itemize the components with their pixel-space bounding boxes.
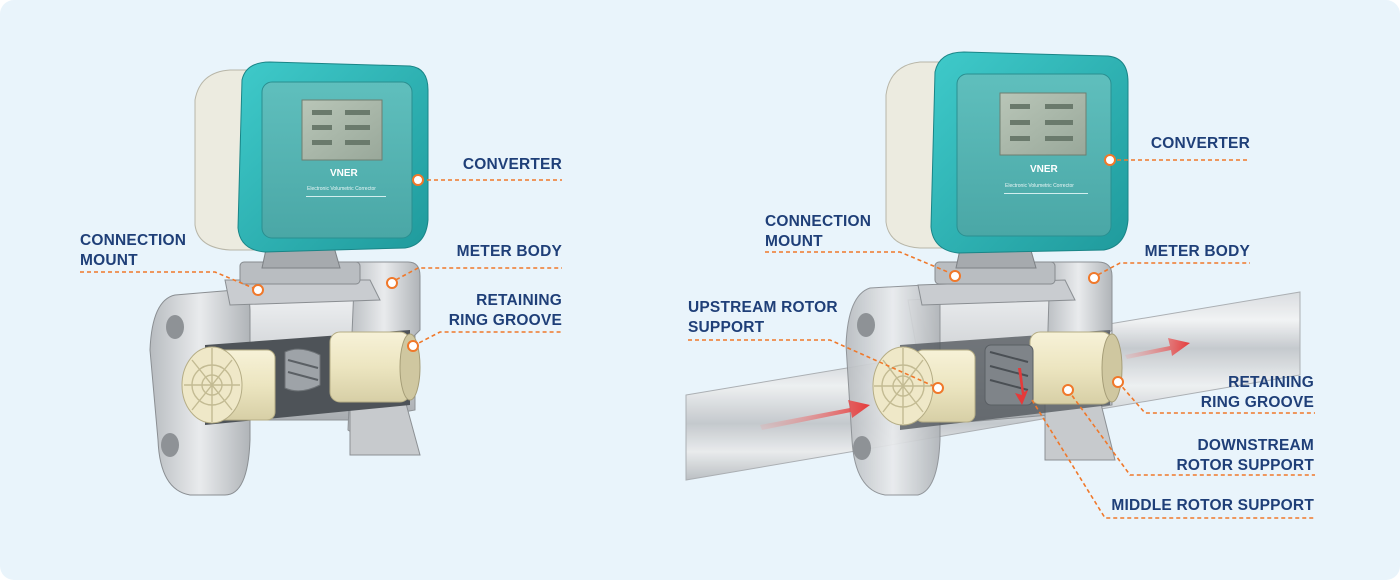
left-label-retaining-ring-groove: RETAINING RING GROOVE [448,292,562,329]
right-subtitle-text: Electronic Volumetric Corrector [1005,183,1074,189]
right-brand-text: VNER [1030,164,1059,175]
right-label-middle-rotor-support: MIDDLE ROTOR SUPPORT [1111,497,1314,514]
right-label-retaining-ring-groove: RETAINING RING GROOVE [1200,374,1314,411]
flow-arrow-icon [1125,338,1190,359]
right-label-connection-mount: CONNECTION MOUNT [765,213,872,250]
left-callout-dots [252,174,424,352]
left-label-converter: CONVERTER [462,156,562,173]
left-subtitle-text: Electronic Volumetric Corrector [307,186,376,192]
right-label-meter-body: METER BODY [1144,243,1250,260]
left-device: VNER Electronic Volumetric Corrector [149,61,429,496]
right-device: VNER Electronic Volumetric Corrector [685,51,1301,496]
left-leader-lines [80,179,562,347]
right-leader-lines [688,159,1315,519]
right-label-converter: CONVERTER [1150,135,1250,152]
left-label-meter-body: METER BODY [456,243,562,260]
left-brand-text: VNER [330,168,359,179]
left-label-connection-mount: CONNECTION MOUNT [80,232,187,269]
right-label-upstream-rotor-support: UPSTREAM ROTOR SUPPORT [688,299,838,336]
right-callout-dots [932,154,1124,396]
flow-arrow-icon [760,400,870,430]
right-label-downstream-rotor-support: DOWNSTREAM ROTOR SUPPORT [1176,437,1314,474]
